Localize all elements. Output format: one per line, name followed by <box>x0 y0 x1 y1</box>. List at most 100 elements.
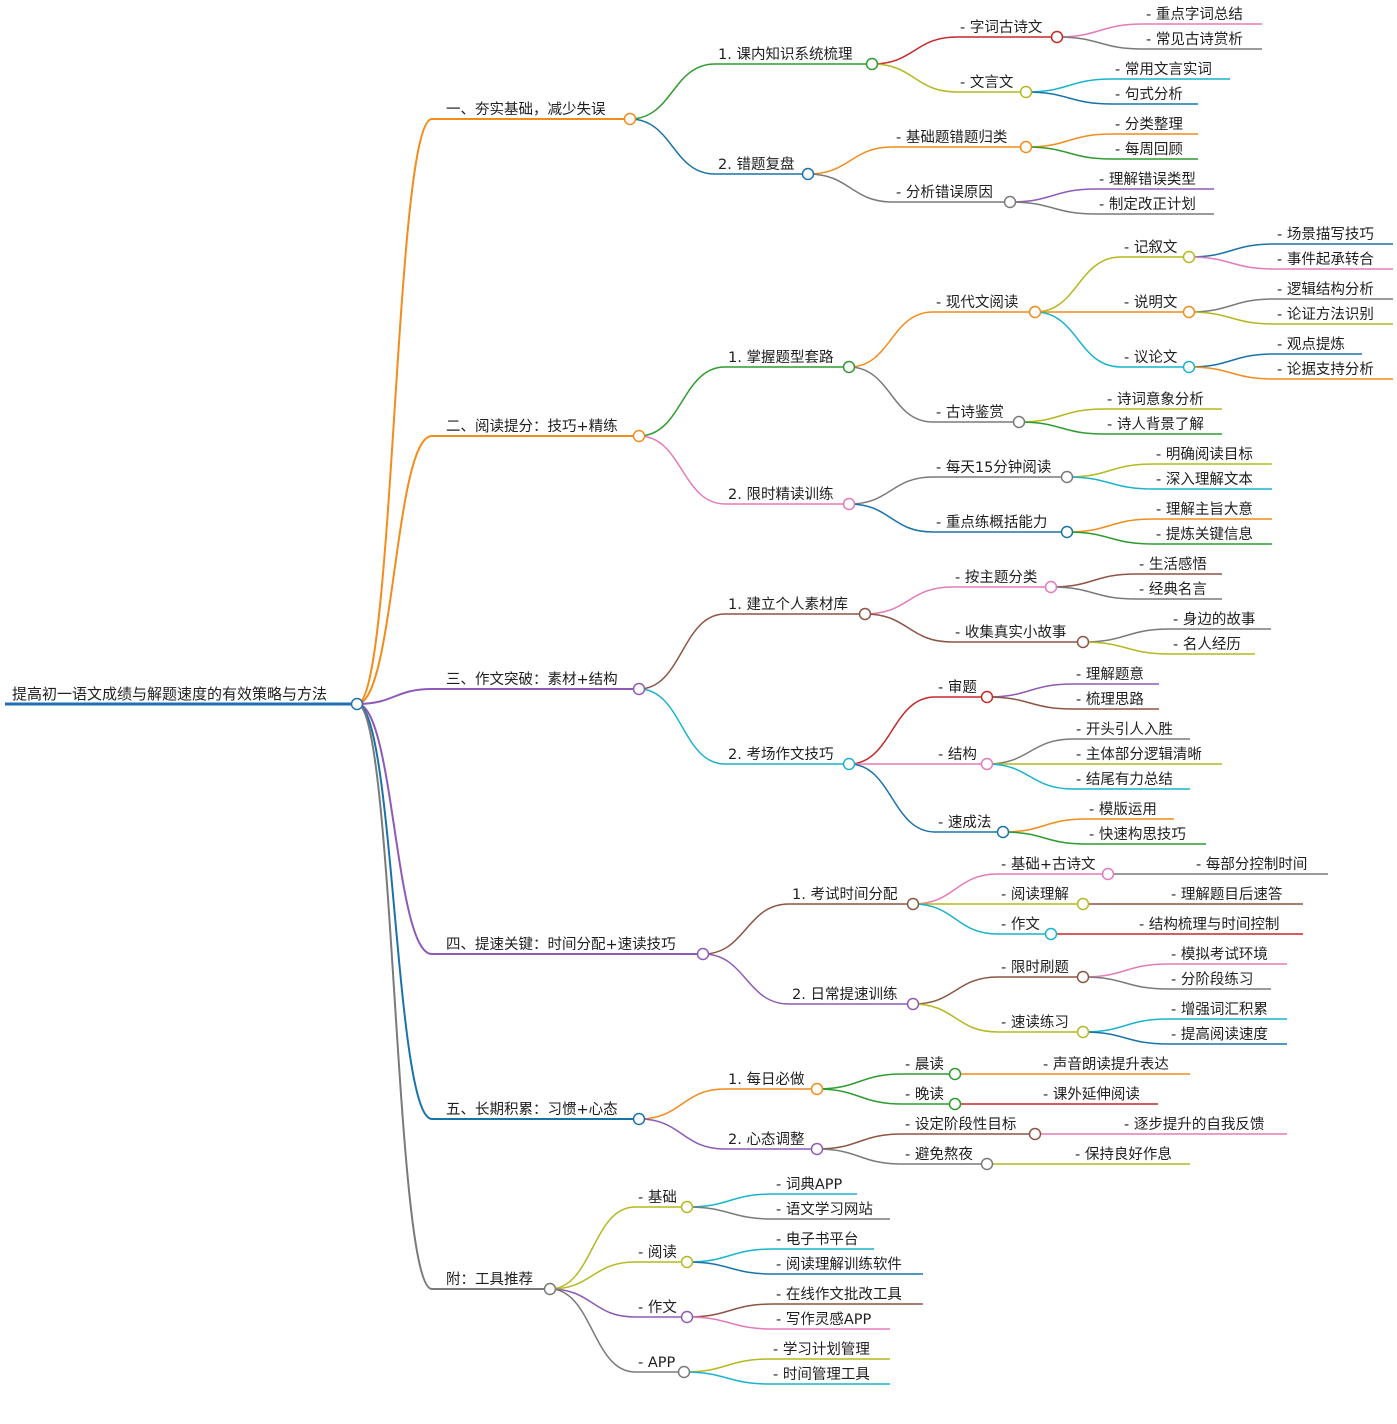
mind-map-node[interactable]: - 限时刷题 <box>998 959 1090 984</box>
mind-map-node[interactable]: - 阅读 <box>635 1244 694 1269</box>
node-marker[interactable] <box>632 429 646 443</box>
branch-node[interactable]: 附：工具推荐 <box>432 1271 557 1296</box>
mind-map-node[interactable]: - 结构 <box>935 746 994 771</box>
branch-node[interactable]: 二、阅读提分：技巧+精练 <box>432 418 646 443</box>
branch-node[interactable]: 一、夯实基础，减少失误 <box>432 101 637 126</box>
node-marker[interactable] <box>842 757 856 771</box>
mind-map-node[interactable]: - 记叙文 <box>1121 239 1196 264</box>
node-marker[interactable] <box>948 1067 962 1081</box>
mind-map-node[interactable]: - 收集真实小故事 <box>952 623 1090 649</box>
mind-map-node[interactable]: - 每周回顾 <box>1112 141 1198 160</box>
mind-map-node[interactable]: - 分阶段练习 <box>1168 971 1271 990</box>
mind-map-node[interactable]: - 学习计划管理 <box>770 1341 890 1360</box>
mind-map-node[interactable]: - 模拟考试环境 <box>1168 945 1287 965</box>
mind-map-node[interactable]: - 句式分析 <box>1112 86 1198 105</box>
mind-map-node[interactable]: - 增强词汇积累 <box>1168 1001 1287 1020</box>
node-marker[interactable] <box>980 1157 994 1171</box>
mind-map-node[interactable]: - 写作灵感APP <box>773 1311 890 1330</box>
mind-map-node[interactable]: 2. 考场作文技巧 <box>725 746 856 771</box>
mind-map-node[interactable]: - 作文 <box>635 1299 694 1324</box>
mind-map-node[interactable]: - APP <box>635 1355 691 1379</box>
mind-map-node[interactable]: - 声音朗读提升表达 <box>965 1055 1190 1075</box>
node-marker[interactable] <box>543 1282 557 1296</box>
mind-map-node[interactable]: - 保持良好作息 <box>997 1146 1190 1165</box>
node-marker[interactable] <box>1028 305 1042 319</box>
mind-map-node[interactable]: - 语文学习网站 <box>773 1201 890 1220</box>
mind-map-node[interactable]: 2. 日常提速训练 <box>789 986 920 1011</box>
mind-map-node[interactable]: - 字词古诗文 <box>957 19 1064 44</box>
mind-map-node[interactable]: - 阅读理解训练软件 <box>773 1256 923 1275</box>
mind-map-node[interactable]: - 课外延伸阅读 <box>965 1086 1158 1105</box>
mind-map-node[interactable]: - 避免熬夜 <box>902 1146 994 1171</box>
mind-map-node[interactable]: - 结尾有力总结 <box>1073 771 1190 790</box>
mind-map-node[interactable]: - 理解题意 <box>1073 665 1159 685</box>
mind-map-node[interactable]: - 快速构思技巧 <box>1086 826 1206 845</box>
mind-map-node[interactable]: - 设定阶段性目标 <box>902 1116 1042 1141</box>
mind-map-node[interactable]: - 说明文 <box>1121 294 1196 319</box>
node-marker[interactable] <box>1044 580 1058 594</box>
mind-map-node[interactable]: - 晨读 <box>902 1056 962 1081</box>
mind-map-node[interactable]: - 速读练习 <box>998 1014 1090 1039</box>
node-marker[interactable] <box>980 690 994 704</box>
mind-map-node[interactable]: - 速成法 <box>935 814 1010 839</box>
node-marker[interactable] <box>1076 897 1090 911</box>
mind-map-node[interactable]: - 常用文言实词 <box>1112 61 1230 80</box>
node-marker[interactable] <box>1182 305 1196 319</box>
mind-map-node[interactable]: - 现代文阅读 <box>933 294 1042 319</box>
mind-map-node[interactable]: - 常见古诗赏析 <box>1143 31 1262 50</box>
mind-map-node[interactable]: - 逻辑结构分析 <box>1274 281 1393 300</box>
mind-map-node[interactable]: - 理解题目后速答 <box>1093 886 1303 905</box>
mind-map-node[interactable]: - 论证方法识别 <box>1274 306 1393 325</box>
node-marker[interactable] <box>1019 140 1033 154</box>
mind-map-node[interactable]: - 经典名言 <box>1136 581 1222 600</box>
mind-map-node[interactable]: - 事件起承转合 <box>1274 251 1393 270</box>
mind-map-node[interactable]: - 重点字词总结 <box>1143 6 1262 25</box>
node-marker[interactable] <box>677 1365 691 1379</box>
mind-map-node[interactable]: - 分类整理 <box>1112 116 1198 135</box>
node-marker[interactable] <box>696 947 710 961</box>
node-marker[interactable] <box>1101 867 1115 881</box>
node-marker[interactable] <box>1019 85 1033 99</box>
mind-map-node[interactable]: - 每天15分钟阅读 <box>933 459 1074 484</box>
mind-map-node[interactable]: - 时间管理工具 <box>770 1366 890 1385</box>
node-marker[interactable] <box>842 360 856 374</box>
mind-map-node[interactable]: - 文言文 <box>957 74 1033 99</box>
node-marker[interactable] <box>1076 1025 1090 1039</box>
node-marker[interactable] <box>810 1142 824 1156</box>
node-marker[interactable] <box>1182 250 1196 264</box>
node-marker[interactable] <box>842 497 856 511</box>
root-node[interactable]: 提高初一语文成绩与解题速度的有效策略与方法 <box>5 685 364 711</box>
branch-node[interactable]: 四、提速关键：时间分配+速读技巧 <box>432 936 710 961</box>
mind-map-node[interactable]: - 论据支持分析 <box>1274 361 1393 380</box>
mind-map-node[interactable]: 1. 掌握题型套路 <box>725 349 856 374</box>
node-marker[interactable] <box>1003 195 1017 209</box>
mind-map-node[interactable]: - 在线作文批改工具 <box>773 1286 923 1305</box>
node-marker[interactable] <box>906 897 920 911</box>
mind-map-node[interactable]: - 明确阅读目标 <box>1153 446 1272 465</box>
mind-map-node[interactable]: - 生活感悟 <box>1136 556 1222 575</box>
mind-map-node[interactable]: - 阅读理解 <box>998 886 1090 911</box>
mind-map-node[interactable]: - 按主题分类 <box>952 569 1058 594</box>
mind-map-node[interactable]: - 分析错误原因 <box>893 184 1017 209</box>
mind-map-node[interactable]: - 理解主旨大意 <box>1153 500 1272 520</box>
node-marker[interactable] <box>801 167 815 181</box>
mind-map-node[interactable]: - 主体部分逻辑清晰 <box>1073 746 1222 765</box>
mind-map-node[interactable]: - 基础+古诗文 <box>998 856 1115 881</box>
node-marker[interactable] <box>865 57 879 71</box>
mind-map-node[interactable]: - 逐步提升的自我反馈 <box>1045 1116 1287 1135</box>
mind-map-node[interactable]: - 电子书平台 <box>773 1231 874 1250</box>
node-marker[interactable] <box>980 757 994 771</box>
node-marker[interactable] <box>1060 470 1074 484</box>
node-marker[interactable] <box>623 112 637 126</box>
mind-map-node[interactable]: 1. 建立个人素材库 <box>725 596 872 621</box>
mind-map-node[interactable]: - 深入理解文本 <box>1153 471 1272 490</box>
node-marker[interactable] <box>996 825 1010 839</box>
mind-map-node[interactable]: - 提炼关键信息 <box>1153 526 1272 545</box>
mind-map-node[interactable]: 1. 考试时间分配 <box>789 886 920 911</box>
mind-map-node[interactable]: 1. 每日必做 <box>725 1071 824 1096</box>
mind-map-node[interactable]: - 重点练概括能力 <box>933 514 1074 539</box>
node-marker[interactable] <box>1060 525 1074 539</box>
node-marker[interactable] <box>1050 30 1064 44</box>
node-marker[interactable] <box>1076 635 1090 649</box>
mind-map-node[interactable]: - 古诗鉴赏 <box>933 404 1026 429</box>
